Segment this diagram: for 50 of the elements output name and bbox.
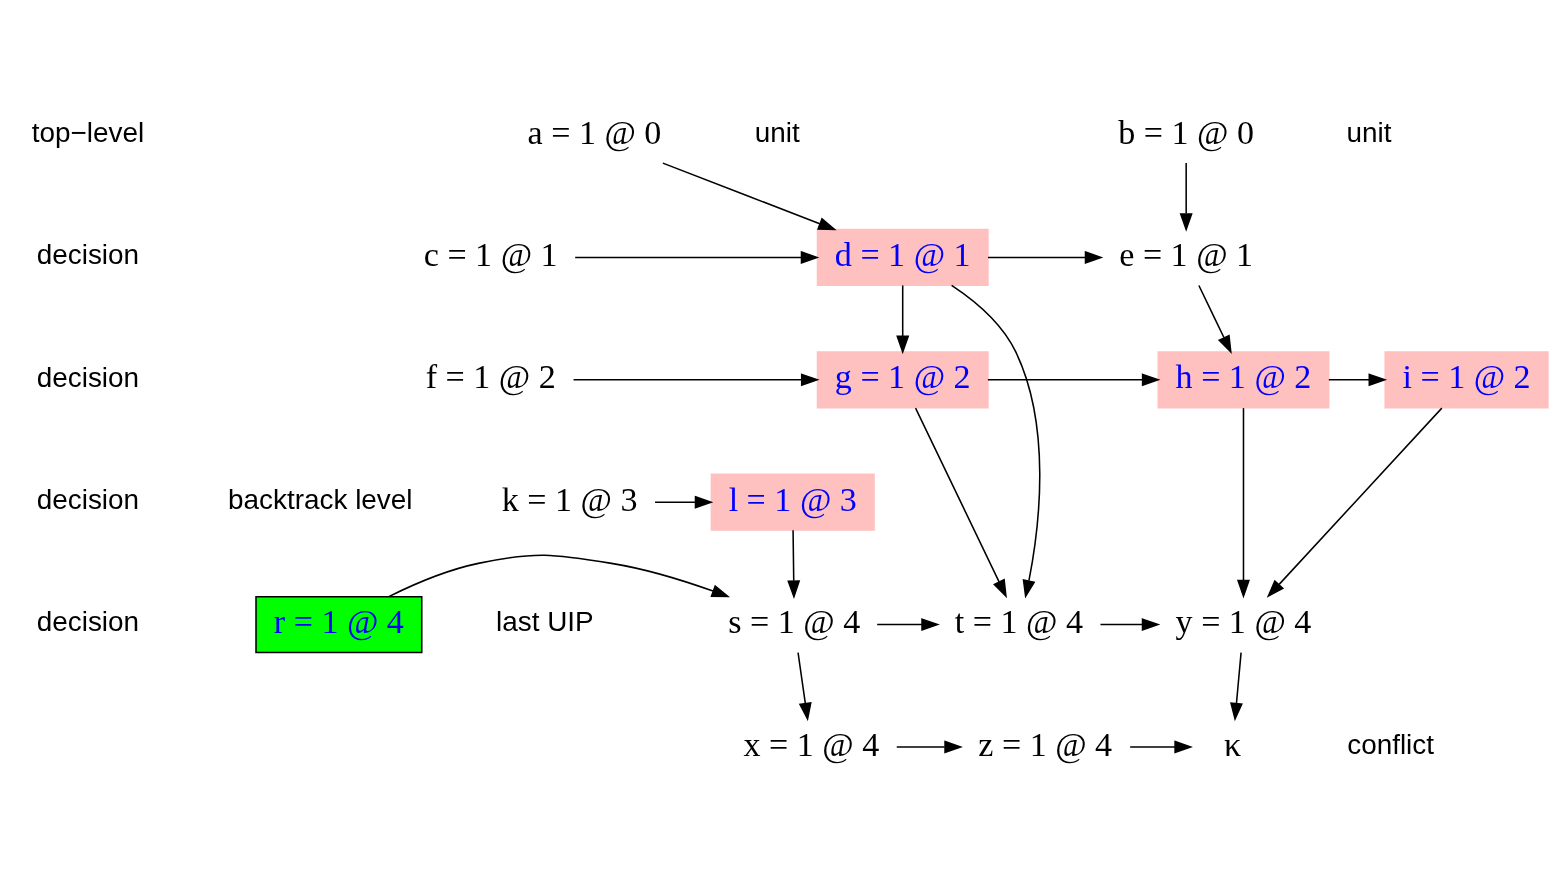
node-text: s = 1 @ 4 <box>728 602 861 640</box>
arrow <box>1129 739 1193 753</box>
label: decision <box>36 605 140 637</box>
node-text: c = 1 @ 1 <box>423 235 558 273</box>
node-label: unit <box>1346 116 1392 148</box>
arrow <box>914 406 1007 598</box>
node-text: t = 1 @ 4 <box>954 602 1083 640</box>
arrow <box>987 372 1161 386</box>
node-text: x = 1 @ 4 <box>743 725 880 763</box>
node-text: b = 1 @ 0 <box>1118 113 1255 151</box>
arrow <box>388 553 731 597</box>
node-box: r = 1 @ 4 <box>255 595 423 653</box>
node-text: κ <box>1224 725 1242 763</box>
arrow <box>1266 406 1443 598</box>
node-text: k = 1 @ 3 <box>501 480 638 518</box>
arrow <box>654 495 714 509</box>
arrow <box>1230 651 1243 721</box>
node-box: l = 1 @ 3 <box>710 473 875 531</box>
node-box: i = 1 @ 2 <box>1384 350 1549 408</box>
node-text: y = 1 @ 4 <box>1175 602 1312 640</box>
node-text: z = 1 @ 4 <box>978 725 1113 763</box>
label: decision <box>36 483 140 515</box>
arrow <box>876 617 940 631</box>
arrow <box>895 739 963 753</box>
node-box: h = 1 @ 2 <box>1157 350 1330 408</box>
label: decision <box>36 361 140 393</box>
node-label: last UIP <box>496 605 594 637</box>
node-text: e = 1 @ 1 <box>1119 235 1254 273</box>
node-label: unit <box>754 116 800 148</box>
arrow <box>1198 284 1232 354</box>
arrow <box>1179 161 1193 232</box>
node-text: f = 1 @ 2 <box>425 357 556 395</box>
arrow <box>574 250 820 264</box>
arrow <box>662 161 837 230</box>
label: backtrack level <box>228 483 413 515</box>
label: decision <box>36 238 140 270</box>
arrow <box>787 528 801 599</box>
label: top−level <box>31 116 145 148</box>
arrow <box>572 372 820 386</box>
node-label: conflict <box>1347 728 1435 760</box>
node-box: g = 1 @ 2 <box>816 350 989 408</box>
arrow <box>1236 406 1250 598</box>
arrow <box>1099 617 1161 631</box>
arrow <box>1328 372 1388 386</box>
arrow <box>987 250 1104 264</box>
arrow <box>797 651 812 721</box>
arrow <box>950 284 1041 599</box>
node-text: a = 1 @ 0 <box>527 113 662 151</box>
node-box: d = 1 @ 1 <box>816 228 989 286</box>
arrow <box>896 284 910 354</box>
